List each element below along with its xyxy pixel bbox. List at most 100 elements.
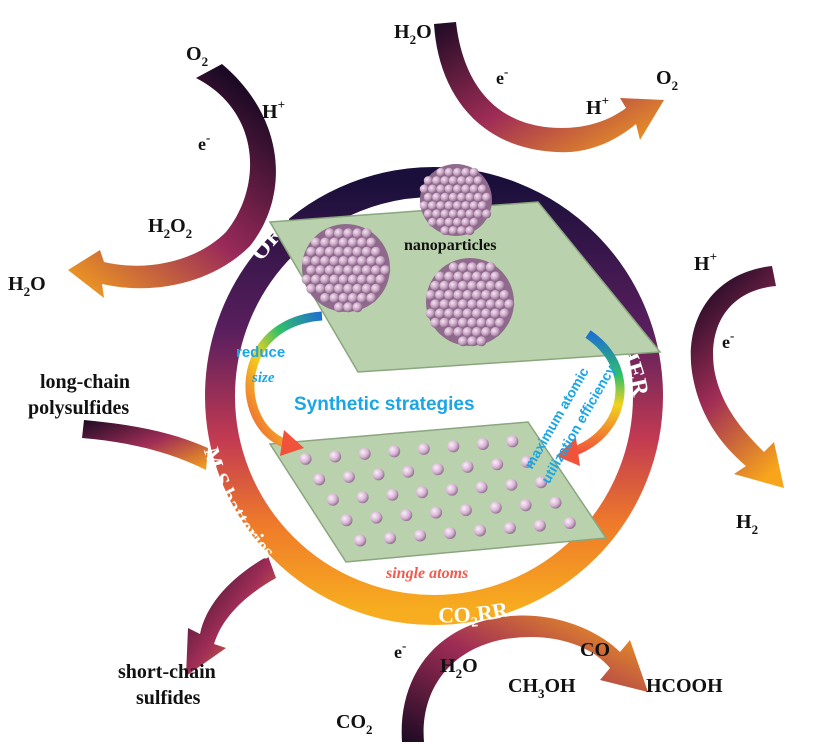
nanoparticle-bead (504, 299, 515, 310)
nanoparticle-bead (343, 265, 354, 276)
nanoparticle-bead (453, 217, 462, 227)
nanoparticle-bead (458, 317, 468, 328)
nanoparticle-bead (375, 274, 386, 285)
single-atom (461, 460, 474, 473)
nanoparticle-bead (357, 293, 368, 303)
nanoparticle-bead (462, 290, 473, 300)
nanoparticle-bead (366, 293, 377, 303)
nanoparticle-bead (352, 283, 363, 294)
nanoparticle-bead (461, 217, 471, 227)
nanoparticle-bead (467, 280, 478, 291)
nanoparticle-bead (301, 256, 312, 266)
nanoparticle-bead (366, 237, 377, 248)
nanoparticle-bead (301, 274, 312, 285)
nanoparticle-bead (471, 271, 482, 282)
nanoparticle-bead (469, 217, 479, 227)
co2rr-co: CO (580, 639, 610, 661)
nanoparticle-bead (499, 308, 510, 319)
nanoparticle-bead (485, 280, 496, 291)
nanoparticle-bead (343, 302, 354, 313)
nanoparticle-bead (430, 280, 441, 291)
co2rr-arrow (401, 615, 648, 742)
nanoparticle-bead (329, 237, 340, 248)
nanoparticle-bead (481, 308, 492, 319)
nanoparticle-bead (334, 302, 344, 313)
single-atom (388, 445, 401, 458)
nanoparticle-bead (375, 256, 386, 266)
nanoparticle-bead (490, 308, 501, 319)
nanoparticle-bead (457, 176, 467, 186)
orr-h2o: H2O (8, 273, 46, 299)
nanoparticle-bead (432, 192, 442, 202)
nanoparticle-bead (499, 290, 510, 300)
nanoparticle-bead (473, 192, 483, 202)
nanoparticle-bead (347, 256, 358, 266)
nanoparticle-bead (315, 246, 326, 257)
nanoparticle-bead (338, 293, 349, 303)
nanoparticle-bead (315, 283, 326, 294)
single-atom (491, 458, 504, 471)
nanoparticle-bead (485, 262, 496, 273)
single-atom (445, 483, 458, 496)
size-label: size (251, 370, 275, 386)
nanoparticle-bead (444, 308, 455, 319)
single-atom (503, 522, 516, 534)
orr-hplus: H+ (262, 97, 285, 123)
nanoparticle-bead (461, 184, 471, 194)
single-atom (535, 476, 548, 489)
nanoparticle-bead (371, 265, 381, 276)
nanoparticle-bead (329, 256, 340, 266)
single-atom (474, 524, 486, 537)
nanoparticle-bead (473, 176, 483, 186)
single-atom (475, 481, 488, 494)
nanoparticle-bead (306, 265, 317, 276)
single-atom (358, 447, 371, 460)
her-arrow (690, 266, 784, 488)
nanoparticle-bead (476, 336, 487, 347)
nanoparticle-bead (477, 201, 487, 211)
oer-hplus: H+ (586, 93, 609, 119)
nanoparticle-bead (458, 280, 468, 291)
nanoparticle-bead (352, 246, 363, 257)
ms-long-arrow (82, 420, 208, 470)
nanoparticle-bead (444, 201, 454, 211)
nanoparticle-bead (423, 176, 433, 186)
nanoparticle-bead (469, 167, 479, 177)
nanoparticle-bead (448, 299, 459, 310)
single-atom (326, 493, 339, 506)
nanoparticle-bead (425, 290, 436, 300)
single-atom (329, 450, 342, 463)
nanoparticle-bead (419, 201, 429, 211)
nanoparticle-bead (440, 209, 450, 219)
nanoparticle-bead (334, 283, 344, 294)
single-atom (400, 509, 413, 522)
single-atom (476, 438, 489, 450)
nanoparticle-bead (366, 274, 377, 285)
single-atom (506, 435, 519, 448)
nanoparticle-bead (453, 271, 464, 282)
nanoparticle-bead (366, 256, 377, 266)
nanoparticle-bead (465, 176, 475, 186)
nanoparticle-bead (462, 327, 473, 337)
nanoparticle-bead (453, 327, 464, 337)
reduce-size-arrow (245, 311, 323, 456)
single-atom (533, 519, 546, 532)
single-atom (549, 496, 562, 509)
nanoparticle-bead (324, 265, 335, 276)
nanoparticle-bead (423, 209, 433, 219)
single-atom (505, 478, 518, 491)
nanoparticle-bead (347, 274, 358, 285)
nanoparticle-bead (490, 290, 501, 300)
nanoparticle-bead (361, 265, 372, 276)
nanoparticle-bead (338, 256, 349, 266)
nanoparticle-bead (448, 226, 458, 236)
nanoparticle-bead (428, 217, 437, 227)
single-atom (489, 501, 502, 514)
single-atom (372, 468, 385, 481)
nanoparticle-bead (482, 209, 492, 219)
nanoparticle-cluster-left (301, 224, 391, 313)
nanoparticle-bead (357, 274, 368, 285)
nanoparticle-bead (467, 262, 478, 273)
nanoparticle-bead (448, 192, 458, 202)
nanoparticle-bead (347, 293, 358, 303)
